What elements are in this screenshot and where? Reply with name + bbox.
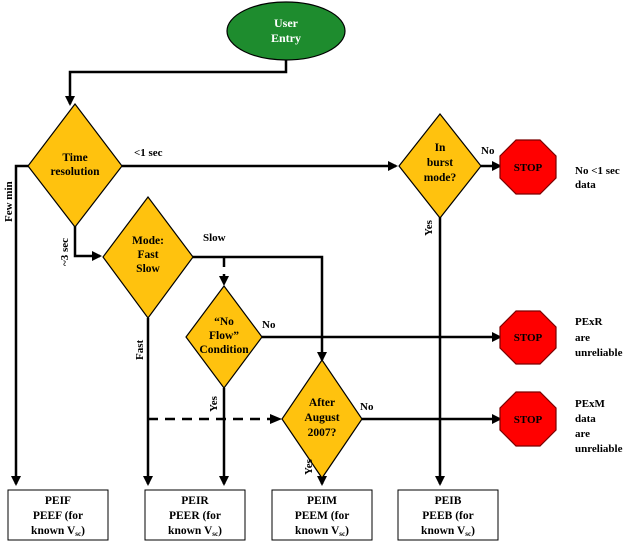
- decision-burst-mode: In burst mode?: [398, 113, 482, 219]
- time-label-line1: Time: [62, 152, 87, 164]
- stop-label: STOP: [514, 332, 543, 344]
- decision-after-august: After August 2007?: [281, 358, 363, 480]
- diamond-time-resolution: [27, 103, 123, 228]
- edge-fast-to-after-arrowhead: [270, 414, 282, 424]
- output-line3: known Vsc): [295, 525, 349, 538]
- stop-label: STOP: [514, 414, 543, 426]
- edge-start-to-time: [65, 60, 288, 106]
- mode-label-line3: Slow: [136, 263, 160, 275]
- output-line3: known Vsc): [168, 525, 222, 538]
- edge-mode-slow-to-after: [190, 255, 327, 362]
- output-line1: PEIF: [45, 495, 71, 507]
- output-line3: known Vsc): [421, 525, 475, 538]
- edge-label-after-no: No: [360, 401, 374, 413]
- edge-mode-slow-to-noflow-arrowhead: [219, 276, 229, 286]
- note-line: unreliable: [575, 347, 623, 359]
- note-no-sub-second: No <1 sec data: [575, 165, 620, 191]
- output-box-peir: PEIR PEER (for known Vsc): [144, 489, 246, 541]
- diamond-burst-mode: [398, 113, 482, 219]
- noflow-label-line2: Flow”: [209, 330, 239, 342]
- burst-label-line1: In: [435, 142, 446, 154]
- output-box-frame: [397, 489, 499, 541]
- edge-labels: <1 sec Few min ~3 sec Slow Fast No Yes N…: [3, 145, 495, 475]
- note-line: are: [575, 332, 590, 344]
- note-line: data: [575, 413, 596, 425]
- output-line2: PEER (for: [169, 510, 221, 522]
- edge-label-burst-no: No: [481, 145, 495, 157]
- stop-octagon: [499, 310, 557, 365]
- noflow-label-line3: Condition: [199, 344, 249, 356]
- output-line1: PEIM: [307, 495, 337, 507]
- output-line2: PEEM (for: [295, 510, 350, 522]
- note-line: PExR: [575, 316, 604, 328]
- output-box-frame: [144, 489, 246, 541]
- burst-label-line2: burst: [427, 157, 453, 169]
- after-label-line2: August: [304, 412, 339, 424]
- start-label-line1: User: [274, 16, 299, 30]
- time-label-line2: resolution: [51, 166, 101, 178]
- edge-label-noflow-no: No: [262, 319, 276, 331]
- edge-time-to-mode: [73, 225, 102, 261]
- edge-label-fast: Fast: [134, 340, 146, 361]
- decision-time-resolution: Time resolution: [27, 103, 123, 228]
- diamond-mode: [102, 196, 194, 320]
- output-box-frame: [7, 489, 109, 541]
- after-label-line3: 2007?: [308, 427, 337, 439]
- note-line: unreliable: [575, 443, 623, 455]
- mode-label-line2: Fast: [137, 249, 158, 261]
- output-box-peib: PEIB PEEB (for known Vsc): [397, 489, 499, 541]
- note-pexr-unreliable: PExR are unreliable: [575, 316, 623, 359]
- stop-sign-after: STOP: [499, 391, 557, 447]
- burst-label-line3: mode?: [424, 172, 457, 184]
- mode-label-line1: Mode:: [132, 235, 164, 247]
- after-label-line1: After: [309, 397, 335, 409]
- edge-time-to-peif: [11, 164, 32, 486]
- stop-label: STOP: [514, 162, 543, 174]
- stop-sign-burst: STOP: [499, 139, 557, 195]
- note-pexm-unreliable: PExM data are unreliable: [575, 398, 623, 455]
- connectors: [11, 60, 502, 486]
- edge-label-burst-yes: Yes: [423, 219, 435, 236]
- edge-label-slow: Slow: [203, 232, 226, 244]
- output-box-peim: PEIM PEEM (for known Vsc): [271, 489, 373, 541]
- output-line1: PEIB: [435, 495, 462, 507]
- edge-label-noflow-yes: Yes: [208, 395, 220, 412]
- diamond-after-august: [281, 358, 363, 480]
- note-line: are: [575, 428, 590, 440]
- output-line3: known Vsc): [31, 525, 85, 538]
- noflow-label-line1: “No: [214, 316, 234, 328]
- note-line: data: [575, 179, 596, 191]
- output-line2: PEEB (for: [422, 510, 473, 522]
- edge-label-lt1sec: <1 sec: [134, 147, 163, 159]
- edge-label-after-yes: Yes: [303, 458, 315, 475]
- output-box-peif: PEIF PEEF (for known Vsc): [7, 489, 109, 541]
- decision-no-flow: “No Flow” Condition: [185, 284, 263, 390]
- output-line1: PEIR: [181, 495, 209, 507]
- start-label-line2: Entry: [271, 31, 301, 45]
- stop-octagon: [499, 139, 557, 195]
- edge-label-three-sec: ~3 sec: [59, 238, 71, 266]
- stop-octagon: [499, 391, 557, 447]
- start-node: User Entry: [226, 1, 346, 61]
- start-ellipse: [226, 1, 346, 61]
- output-box-frame: [271, 489, 373, 541]
- diamond-no-flow: [185, 284, 263, 390]
- decision-mode: Mode: Fast Slow: [102, 196, 194, 320]
- note-line: PExM: [575, 398, 606, 410]
- edge-label-few-min: Few min: [3, 181, 15, 222]
- output-line2: PEEF (for: [33, 510, 83, 522]
- note-line: No <1 sec: [575, 165, 620, 177]
- stop-sign-no-flow: STOP: [499, 310, 557, 365]
